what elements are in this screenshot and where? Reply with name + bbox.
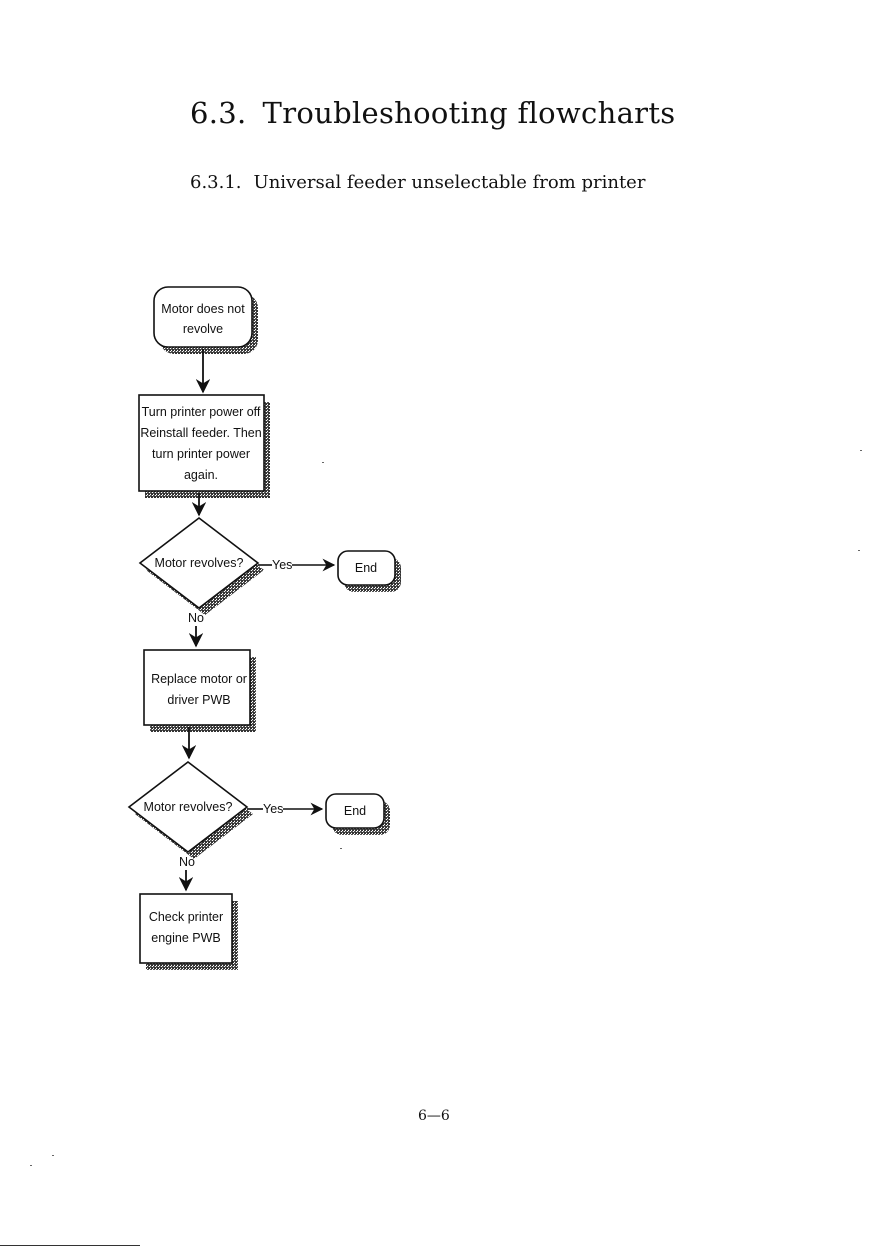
end-terminator-1: End xyxy=(337,550,401,592)
scan-speck xyxy=(30,1165,32,1166)
yes-label-2: Yes xyxy=(263,802,283,816)
step1-text-line-4: again. xyxy=(184,468,218,482)
no-label-1: No xyxy=(188,611,204,625)
section-title: Troubleshooting flowcharts xyxy=(262,96,676,130)
subsection-heading: 6.3.1. Universal feeder unselectable from… xyxy=(190,172,645,193)
subsection-number: 6.3.1. xyxy=(190,172,242,193)
end-terminator-2: End xyxy=(325,793,390,835)
section-number: 6.3. xyxy=(190,96,247,130)
step2-text-line-1: Replace motor or xyxy=(151,672,247,686)
process-box-reinstall-feeder: Turn printer power off Reinstall feeder.… xyxy=(138,394,270,498)
decision-motor-revolves-1: Motor revolves? xyxy=(138,516,264,615)
start-terminator: Motor does not revolve xyxy=(153,286,258,354)
page-number: 6—6 xyxy=(418,1108,450,1124)
step2-text-line-2: driver PWB xyxy=(167,693,230,707)
subsection-title: Universal feeder unselectable from print… xyxy=(253,172,646,193)
decision-motor-revolves-2: Motor revolves? xyxy=(127,760,253,859)
yes-label-1: Yes xyxy=(272,558,292,572)
scan-speck xyxy=(340,848,342,849)
no-label-2: No xyxy=(179,855,195,869)
end2-text: End xyxy=(344,804,366,818)
step1-text-line-3: turn printer power xyxy=(152,447,250,461)
start-text-line-2: revolve xyxy=(183,322,223,336)
start-text-line-1: Motor does not xyxy=(161,302,245,316)
scan-speck xyxy=(322,462,324,463)
end1-text: End xyxy=(355,561,377,575)
process-box-replace-motor: Replace motor or driver PWB xyxy=(143,649,256,732)
scan-speck xyxy=(858,550,860,551)
section-heading: 6.3. Troubleshooting flowcharts xyxy=(190,96,675,130)
bottom-rule xyxy=(0,1245,140,1246)
step1-text-line-1: Turn printer power off xyxy=(142,405,261,419)
process-box-check-engine: Check printer engine PWB xyxy=(139,893,238,970)
step3-text-line-1: Check printer xyxy=(149,910,223,924)
scan-speck xyxy=(860,450,862,451)
decision2-text: Motor revolves? xyxy=(144,800,233,814)
scan-speck xyxy=(52,1155,54,1156)
step1-text-line-2: Reinstall feeder. Then xyxy=(140,426,261,440)
decision1-text: Motor revolves? xyxy=(155,556,244,570)
step3-text-line-2: engine PWB xyxy=(151,931,220,945)
